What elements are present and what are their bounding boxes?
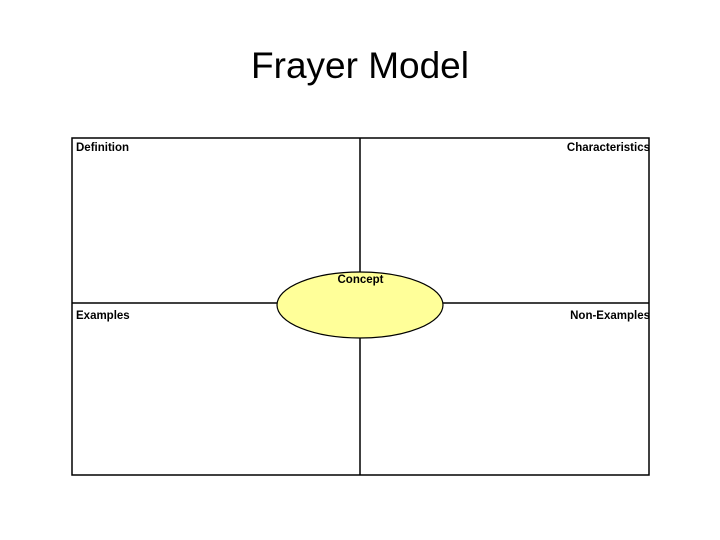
quadrant-label-characteristics: Characteristics — [566, 142, 650, 154]
quadrant-label-definition: Definition — [76, 142, 130, 154]
page-title: Frayer Model — [251, 45, 469, 86]
quadrant-label-examples: Examples — [76, 310, 130, 322]
quadrant-label-non-examples: Non-Examples — [570, 310, 650, 322]
concept-ellipse-label: Concept — [337, 274, 384, 286]
concept-ellipse — [276, 271, 444, 339]
